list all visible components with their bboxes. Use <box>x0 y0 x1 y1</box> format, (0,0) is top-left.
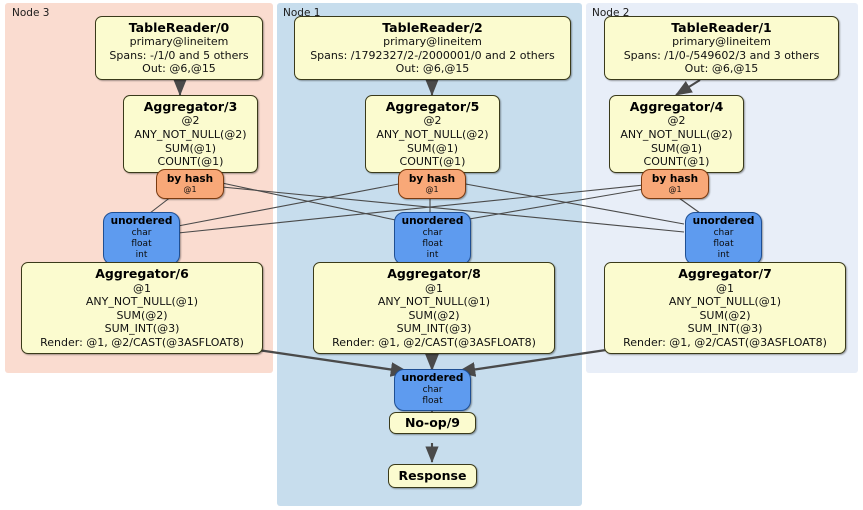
processor-line: Out: @6,@15 <box>142 62 216 76</box>
router-detail: @1 <box>183 185 197 195</box>
router-detail: @1 <box>425 185 439 195</box>
processor-line: primary@lineitem <box>383 35 482 49</box>
processor-line: @1 <box>716 281 734 295</box>
synchronizer-unordered-right[interactable]: unordered char float int <box>685 212 762 265</box>
synchronizer-type: int <box>135 250 148 261</box>
processor-title: TableReader/0 <box>128 19 230 35</box>
synchronizer-type: int <box>717 250 730 261</box>
synchronizer-type: char <box>422 227 443 238</box>
synchronizer-unordered-left[interactable]: unordered char float int <box>103 212 180 265</box>
processor-title: Aggregator/3 <box>143 99 238 115</box>
processor-line: SUM(@1) <box>406 141 459 155</box>
router-detail: @1 <box>668 185 682 195</box>
router-by-hash-right[interactable]: by hash @1 <box>641 169 709 199</box>
synchronizer-type: char <box>422 385 443 396</box>
processor-line: @1 <box>425 281 443 295</box>
synchronizer-type: float <box>713 239 734 250</box>
processor-line: primary@lineitem <box>672 35 771 49</box>
synchronizer-type: float <box>131 239 152 250</box>
processor-line: Spans: -/1/0 and 5 others <box>109 48 249 62</box>
router-title: by hash <box>408 173 456 186</box>
processor-aggregator-6[interactable]: Aggregator/6 @1 ANY_NOT_NULL(@1) SUM(@2)… <box>21 262 263 354</box>
synchronizer-unordered-final[interactable]: unordered char float <box>394 369 471 411</box>
processor-line: Spans: /1/0-/549602/3 and 3 others <box>623 48 820 62</box>
processor-aggregator-3[interactable]: Aggregator/3 @2 ANY_NOT_NULL(@2) SUM(@1)… <box>123 95 258 173</box>
processor-line: SUM(@2) <box>116 308 168 322</box>
processor-line: ANY_NOT_NULL(@1) <box>85 295 199 309</box>
processor-title: Aggregator/8 <box>387 266 481 282</box>
router-title: by hash <box>166 173 214 186</box>
processor-title: TableReader/1 <box>671 19 772 35</box>
processor-line: @2 <box>181 114 200 128</box>
processor-line: ANY_NOT_NULL(@2) <box>620 128 733 141</box>
processor-line: ANY_NOT_NULL(@2) <box>376 128 489 141</box>
processor-title: Response <box>398 468 467 484</box>
processor-title: Aggregator/4 <box>629 99 724 115</box>
processor-aggregator-5[interactable]: Aggregator/5 @2 ANY_NOT_NULL(@2) SUM(@1)… <box>365 95 500 173</box>
synchronizer-type: int <box>426 250 439 261</box>
synchronizer-title: unordered <box>401 372 464 385</box>
synchronizer-title: unordered <box>401 215 464 228</box>
processor-title: Aggregator/6 <box>95 266 189 282</box>
synchronizer-type: char <box>713 227 734 238</box>
processor-line: COUNT(@1) <box>157 155 224 169</box>
processor-title: Aggregator/5 <box>385 99 480 115</box>
processor-line: Out: @6,@15 <box>395 62 470 76</box>
processor-line: Render: @1, @2/CAST(@3ASFLOAT8) <box>332 336 536 350</box>
processor-title: TableReader/2 <box>382 19 483 35</box>
router-by-hash-middle[interactable]: by hash @1 <box>398 169 466 199</box>
router-title: by hash <box>651 173 699 186</box>
processor-line: Out: @6,@15 <box>684 62 759 76</box>
processor-line: Render: @1, @2/CAST(@3ASFLOAT8) <box>623 336 827 350</box>
processor-line: primary@lineitem <box>129 35 229 49</box>
panel-node-3-label: Node 3 <box>12 7 50 19</box>
processor-line: SUM(@1) <box>164 141 217 155</box>
synchronizer-title: unordered <box>692 215 755 228</box>
processor-line: @2 <box>667 114 686 128</box>
processor-line: @1 <box>133 281 151 295</box>
processor-table-reader-0[interactable]: TableReader/0 primary@lineitem Spans: -/… <box>95 16 263 80</box>
processor-aggregator-4[interactable]: Aggregator/4 @2 ANY_NOT_NULL(@2) SUM(@1)… <box>609 95 744 173</box>
processor-title: No-op/9 <box>404 415 461 431</box>
processor-line: SUM_INT(@3) <box>104 322 180 336</box>
synchronizer-type: char <box>131 227 152 238</box>
processor-line: ANY_NOT_NULL(@1) <box>377 295 491 309</box>
processor-line: ANY_NOT_NULL(@1) <box>668 295 782 309</box>
processor-line: SUM_INT(@3) <box>687 322 763 336</box>
processor-aggregator-7[interactable]: Aggregator/7 @1 ANY_NOT_NULL(@1) SUM(@2)… <box>604 262 846 354</box>
synchronizer-title: unordered <box>110 215 173 228</box>
router-by-hash-left[interactable]: by hash @1 <box>156 169 224 199</box>
synchronizer-type: float <box>422 239 443 250</box>
processor-table-reader-1[interactable]: TableReader/1 primary@lineitem Spans: /1… <box>604 16 839 80</box>
processor-line: SUM(@2) <box>408 308 460 322</box>
processor-line: ANY_NOT_NULL(@2) <box>134 128 247 141</box>
processor-line: SUM(@2) <box>699 308 751 322</box>
processor-aggregator-8[interactable]: Aggregator/8 @1 ANY_NOT_NULL(@1) SUM(@2)… <box>313 262 555 354</box>
processor-noop-9[interactable]: No-op/9 <box>389 412 476 434</box>
synchronizer-unordered-middle[interactable]: unordered char float int <box>394 212 471 265</box>
synchronizer-type: float <box>422 396 443 407</box>
processor-line: @2 <box>423 114 442 128</box>
processor-line: Render: @1, @2/CAST(@3ASFLOAT8) <box>40 336 244 350</box>
processor-line: SUM(@1) <box>650 141 703 155</box>
processor-line: COUNT(@1) <box>399 155 466 169</box>
processor-line: Spans: /1792327/2-/2000001/0 and 2 other… <box>310 48 555 62</box>
processor-line: SUM_INT(@3) <box>396 322 472 336</box>
processor-line: COUNT(@1) <box>643 155 710 169</box>
processor-response[interactable]: Response <box>388 464 477 488</box>
processor-table-reader-2[interactable]: TableReader/2 primary@lineitem Spans: /1… <box>294 16 571 80</box>
processor-title: Aggregator/7 <box>678 266 772 282</box>
